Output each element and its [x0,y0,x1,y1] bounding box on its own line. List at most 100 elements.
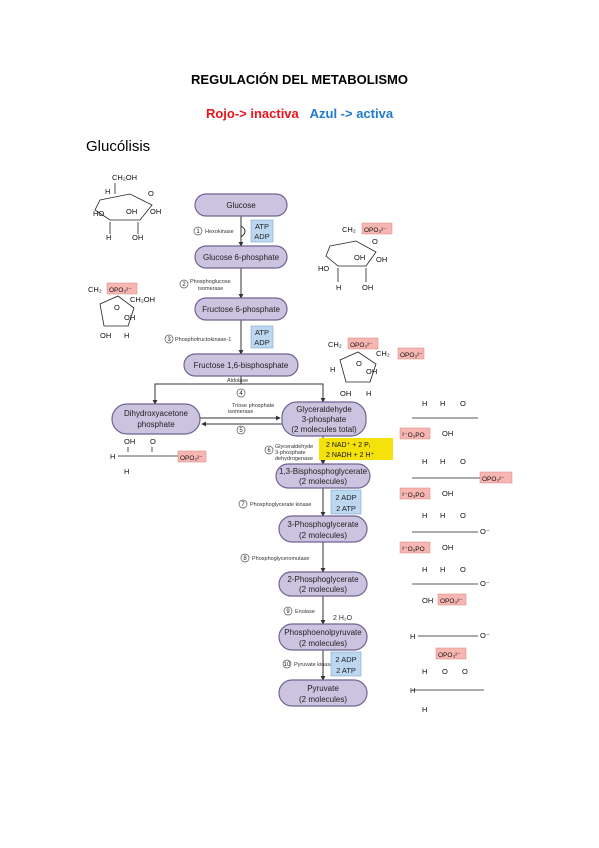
svg-text:OH: OH [442,429,453,438]
svg-text:H: H [422,457,427,466]
svg-text:H: H [336,283,341,292]
svg-text:H: H [124,331,129,340]
svg-text:O: O [148,189,154,198]
enzyme-pfk1: Phosphofructokinase-1 [175,337,231,343]
glucose-6-phosphate-structure: CH₂ OPO₃²⁻ O HO OH OH H OH [318,222,393,292]
enzyme-hexokinase: Hexokinase [205,229,234,235]
cofactor-adp-atp-3: 2 ADP 2 ATP [330,489,362,515]
svg-text:2 ADP: 2 ADP [335,655,356,664]
g3p-structure: H H O ²⁻O₃PO OH [399,399,478,440]
svg-text:CH₂: CH₂ [88,285,102,294]
water-label: 2 H₂O [333,615,353,622]
step-5: 5 [236,425,246,435]
node-fructose-6-phosphate: Fructose 6-phosphate [194,297,288,321]
svg-text:ADP: ADP [254,232,269,241]
cofactor-atp-adp-1: ATP ADP [240,219,274,243]
svg-text:HO: HO [93,209,104,218]
svg-text:1: 1 [196,229,200,235]
fructose-bisphosphate-structure: CH₂ OPO₃²⁻ O CH₂ OPO₃²⁻ H OH OH H [328,337,425,398]
svg-text:H: H [410,686,415,695]
svg-text:6: 6 [267,448,271,454]
enzyme-aldolase: Aldolase [227,378,248,384]
svg-text:H: H [422,705,427,714]
node-label: Phosphoenolpyruvate [284,628,362,637]
node-1-3-bisphosphoglycerate: 1,3-Bisphosphoglycerate (2 molecules) [275,463,371,489]
svg-text:O: O [460,511,466,520]
svg-text:OPO₃²⁻: OPO₃²⁻ [350,342,373,349]
enzyme-enolase: Enolase [295,609,315,615]
node-label: Fructose 6-phosphate [202,305,280,314]
node-label: 1,3-Bisphosphoglycerate [279,467,368,476]
svg-text:O: O [460,399,466,408]
svg-text:H: H [366,389,371,398]
svg-text:OH: OH [126,207,137,216]
svg-text:OH: OH [366,367,377,376]
node-2-phosphoglycerate: 2-Phosphoglycerate (2 molecules) [278,571,368,597]
legend-active: Azul -> activa [309,106,394,121]
3pg-structure: H H O O⁻ ²⁻O₃PO OH [399,511,490,554]
svg-text:OH: OH [422,596,433,605]
2pg-structure: H H O O⁻ OH OPO₃²⁻ [412,565,490,606]
enzyme-pyruvate-kinase: Pyruvate kinase [294,662,333,668]
svg-text:CH₂: CH₂ [376,349,390,358]
svg-text:O: O [150,437,156,446]
cofactor-adp-atp-4: 2 ADP 2 ATP [330,651,362,677]
svg-text:CH₂: CH₂ [342,225,356,234]
svg-text:O: O [114,303,120,312]
svg-text:O: O [372,237,378,246]
svg-text:H: H [124,467,129,476]
node-phosphoenolpyruvate: Phosphoenolpyruvate (2 molecules) [278,623,368,651]
node-label: Fructose 1,6-bisphosphate [194,361,289,370]
node-label: (2 molecules) [299,639,347,648]
svg-text:ATP: ATP [255,328,269,337]
node-label: Glucose [226,201,256,210]
node-label: Glucose 6-phosphate [203,253,280,262]
step-3: 3 [164,334,174,344]
svg-text:2 NADH + 2 H⁺: 2 NADH + 2 H⁺ [326,452,375,459]
step-markers: 1 2 3 4 5 6 7 8 9 10 [164,226,293,669]
node-glyceraldehyde-3-phosphate: Glyceraldehyde 3-phosphate (2 molecules … [281,401,367,437]
document-title: REGULACIÓN DEL METABOLISMO [191,72,408,87]
svg-text:H: H [330,365,335,374]
svg-text:ATP: ATP [255,222,269,231]
node-label: (2 molecules) [299,695,347,704]
svg-text:2 ATP: 2 ATP [336,666,356,675]
enzyme-gapdh-2: 3-phosphate [275,450,306,456]
node-fructose-1-6-bisphosphate: Fructose 1,6-bisphosphate [183,353,299,377]
svg-text:OH: OH [442,489,453,498]
glucose-structure: CH₂OH O H HO OH OH H OH [93,173,161,242]
enzyme-pgm: Phosphoglyceromutase [252,556,309,562]
node-dihydroxyacetone-phosphate: Dihydroxyacetone phosphate [111,403,201,435]
svg-text:2 ATP: 2 ATP [336,504,356,513]
step-10: 10 [282,659,292,669]
svg-text:O: O [460,565,466,574]
node-label: Pyruvate [307,684,339,693]
svg-text:OH: OH [150,207,161,216]
step-9: 9 [283,606,293,616]
step-6: 6 [264,445,274,455]
bpg-structure: H H O OPO₃²⁻ ²⁻O₃PO OH [399,457,513,500]
svg-text:10: 10 [284,662,291,668]
svg-text:H: H [440,511,445,520]
svg-text:H: H [422,399,427,408]
svg-text:OPO₃²⁻: OPO₃²⁻ [180,455,203,462]
svg-text:OH: OH [340,389,351,398]
pyruvate-structure: H O O H H [410,667,484,714]
svg-text:OPO₃²⁻: OPO₃²⁻ [440,598,463,605]
svg-text:OPO₃²⁻: OPO₃²⁻ [482,476,505,483]
svg-text:O⁻: O⁻ [480,579,490,588]
svg-text:CH₂OH: CH₂OH [130,295,155,304]
node-label: 2-Phosphoglycerate [287,575,359,584]
svg-text:OPO₃²⁻: OPO₃²⁻ [109,287,132,294]
step-7: 7 [238,499,248,509]
cofactor-nad-nadh: 2 NAD⁺ + 2 Pᵢ 2 NADH + 2 H⁺ [319,438,393,460]
svg-text:2: 2 [182,282,186,288]
node-label: (2 molecules) [299,585,347,594]
enzyme-gapdh-1: Glyceraldehyde [275,444,313,450]
svg-text:H: H [422,667,427,676]
svg-text:2 ADP: 2 ADP [335,493,356,502]
enzyme-pgk: Phosphoglycerate kinase [250,502,311,508]
svg-text:ADP: ADP [254,338,269,347]
svg-text:O: O [442,667,448,676]
enzyme-labels: Hexokinase Phosphoglucose isomerase Phos… [175,229,333,668]
